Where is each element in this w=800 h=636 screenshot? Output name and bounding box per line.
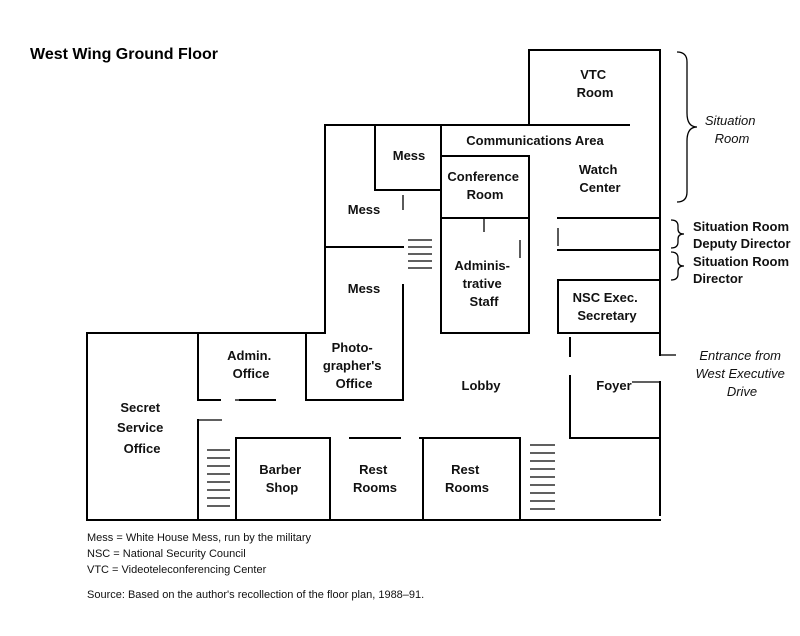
room-administrative-staff: Adminis- trative Staff [454, 258, 513, 309]
room-admin-office: Admin. Office [227, 348, 275, 381]
room-mess-upper: Mess [348, 202, 381, 217]
brace-director [670, 251, 685, 281]
legend-mess: Mess = White House Mess, run by the mili… [87, 532, 312, 544]
brace-situation-room [676, 51, 698, 203]
room-mess-small: Mess [393, 148, 426, 163]
room-watch-center: Watch Center [579, 162, 621, 195]
room-mess-lower: Mess [348, 281, 381, 296]
room-photographers-office: Photo- grapher's Office [323, 340, 385, 391]
label-situation-room: Situation Room [705, 113, 759, 146]
room-lobby: Lobby [462, 378, 502, 393]
room-nsc-exec-secretary: NSC Exec. Secretary [573, 290, 642, 323]
stairs-left [207, 449, 230, 507]
stairs-upper [408, 239, 432, 269]
label-director: Situation Room Director [693, 254, 793, 286]
room-conference: Conference Room [447, 169, 522, 202]
interior-walls [197, 124, 661, 521]
room-foyer: Foyer [596, 378, 631, 393]
room-barber-shop: Barber Shop [259, 462, 305, 495]
legend: Mess = White House Mess, run by the mili… [87, 532, 312, 576]
room-secret-service-office: Secret Service Office [117, 400, 167, 456]
room-communications-area: Communications Area [466, 133, 604, 148]
room-vtc: VTC Room [577, 67, 614, 100]
label-entrance: Entrance from West Executive Drive [696, 348, 789, 399]
legend-vtc: VTC = Videoteleconferencing Center [87, 564, 267, 576]
page-title: West Wing Ground Floor [30, 46, 218, 63]
outer-walls [86, 49, 661, 521]
corridor-dashes [198, 399, 250, 421]
brace-deputy-director [670, 219, 685, 249]
label-deputy-director: Situation Room Deputy Director [693, 219, 793, 251]
room-rest-rooms-1: Rest Rooms [353, 462, 397, 495]
legend-nsc: NSC = National Security Council [87, 548, 246, 560]
stairs-right [530, 444, 555, 510]
source-note: Source: Based on the author's recollecti… [87, 589, 424, 601]
room-rest-rooms-2: Rest Rooms [445, 462, 489, 495]
